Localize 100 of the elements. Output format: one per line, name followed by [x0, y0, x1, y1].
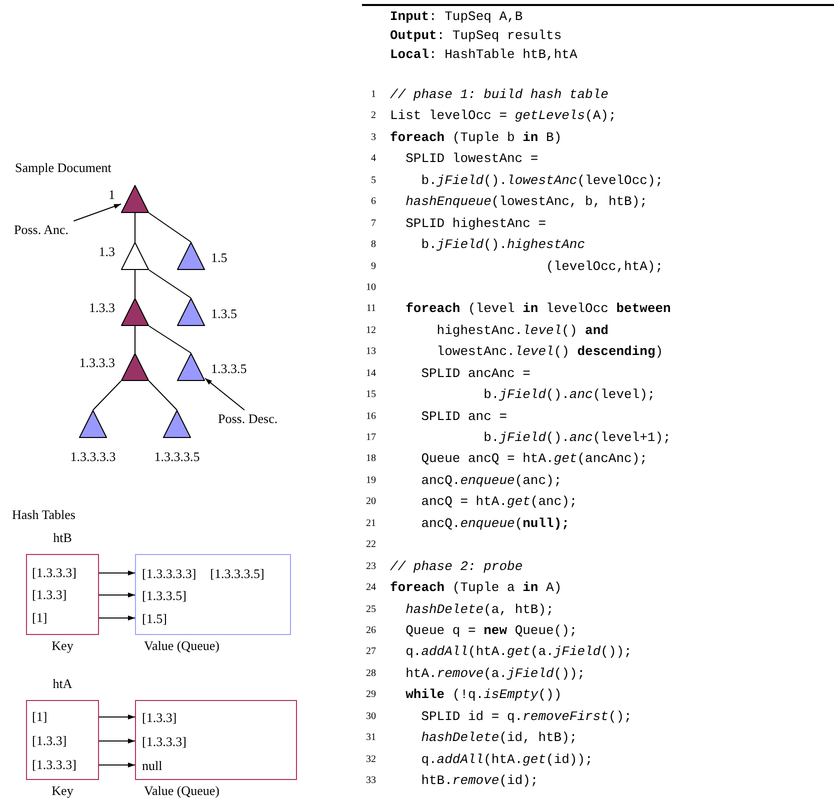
tree-edge	[134, 270, 136, 298]
queue-entry: [1.5]	[142, 610, 167, 628]
line-number: 30	[365, 710, 376, 724]
annotation-text: Poss. Desc.	[218, 410, 292, 427]
line-number: 20	[365, 495, 376, 510]
code-line: q.addAll(htA.get(a.jField());	[406, 643, 632, 662]
line-number: 8	[370, 238, 376, 252]
triangle-shape	[79, 410, 107, 438]
code-line: b.jField().anc(level);	[484, 386, 656, 404]
node-label: 1.3.3.3.5	[153, 449, 201, 465]
arrow	[73, 204, 122, 222]
line-number: 2	[370, 109, 376, 124]
line-number: 12	[365, 324, 376, 338]
code-line: q.addAll(htA.get(id));	[421, 750, 593, 769]
triangle-shape	[121, 185, 149, 213]
line-number: 16	[365, 410, 376, 424]
queue-entry: [1.3.3.3.5]	[210, 565, 264, 584]
line-number: 7	[370, 216, 376, 231]
triangle-shape	[177, 242, 205, 270]
code-line: (levelOcc,htA);	[546, 258, 664, 276]
code-line: SPLID lowestAnc =	[406, 150, 538, 168]
code-line: b.jField().anc(level+1);	[484, 429, 671, 448]
line-number: 11	[365, 302, 376, 316]
hash-key: [1.3.3.3]	[32, 563, 76, 583]
line-number: 22	[365, 538, 376, 552]
algorithm-header: Input: TupSeq A,B	[390, 8, 523, 26]
queue-box	[135, 554, 291, 635]
code-line: foreach (level in levelOcc between	[406, 300, 671, 318]
tree-edge	[148, 212, 192, 242]
queue-entry: [1.3.3]	[142, 709, 177, 728]
triangle-shape	[177, 353, 205, 381]
code-line: Queue ancQ = htA.get(ancAnc);	[421, 450, 648, 468]
line-number: 6	[370, 195, 376, 210]
table-name: htB	[52, 530, 73, 546]
node-label: 1	[108, 187, 115, 203]
tree-edge	[92, 380, 122, 410]
line-number: 26	[365, 624, 376, 638]
queue-entry: [1.3.3.5]	[142, 587, 186, 606]
arrow	[98, 738, 136, 744]
code-line: htA.remove(a.jField());	[406, 664, 586, 683]
code-line: SPLID highestAnc =	[406, 214, 546, 233]
code-line: Queue q = new Queue();	[406, 622, 578, 640]
line-number: 4	[370, 152, 376, 166]
triangle-shape	[121, 353, 149, 381]
queue-entry: null	[142, 757, 162, 776]
code-line: foreach (Tuple b in B)	[390, 128, 562, 147]
hash-key: [1.3.3]	[32, 731, 67, 751]
tree-edge	[134, 326, 136, 354]
code-line: hashEnqueue(lowestAnc, b, htB);	[406, 193, 648, 212]
line-number: 13	[365, 345, 376, 360]
node-label: 1.3.3.3.3	[69, 449, 117, 465]
line-number: 28	[365, 666, 376, 681]
line-number: 9	[370, 260, 376, 274]
code-line: // phase 1: build hash table	[390, 86, 608, 104]
triangle-shape	[121, 298, 149, 326]
hash-key: [1]	[32, 707, 48, 727]
line-number: 21	[365, 516, 376, 531]
hash-key: [1.3.3.3]	[32, 755, 76, 775]
code-line: ancQ = htA.get(anc);	[421, 493, 578, 512]
code-line: while (!q.isEmpty())	[406, 686, 562, 704]
line-number: 10	[365, 280, 376, 295]
tree-edge	[148, 380, 178, 410]
algorithm-header: Output: TupSeq results	[390, 27, 562, 45]
line-number: 3	[370, 130, 376, 145]
node-label: 1.3	[98, 244, 115, 260]
hash-key: [1.3.3]	[32, 585, 67, 605]
line-number: 25	[365, 602, 376, 617]
queue-entry: [1.3.3.3]	[142, 733, 186, 752]
arrow	[98, 762, 136, 768]
code-line: List levelOcc = getLevels(A);	[390, 107, 616, 126]
column-label: Key	[50, 638, 74, 654]
queue-entry: [1.3.3.3.3]	[142, 565, 196, 584]
table-name: htA	[52, 676, 74, 692]
code-line: SPLID anc =	[421, 408, 508, 426]
arrow	[98, 616, 136, 620]
section-title: Hash Tables	[12, 506, 76, 524]
algorithm-header: Local: HashTable htB,htA	[390, 46, 578, 64]
arrow	[204, 378, 245, 410]
code-line: ancQ.enqueue(null);	[421, 514, 570, 533]
annotation-text: Poss. Anc.	[14, 221, 86, 238]
code-line: htB.remove(id);	[421, 772, 538, 790]
line-number: 27	[365, 645, 376, 660]
line-number: 14	[365, 366, 376, 381]
line-number: 5	[370, 174, 376, 188]
code-line: SPLID ancAnc =	[421, 364, 530, 383]
node-label: 1.3.3	[89, 300, 115, 316]
node-label: 1.3.3.5	[211, 361, 247, 377]
tree-edge	[134, 212, 136, 242]
line-number: 24	[365, 581, 376, 596]
line-number: 23	[365, 560, 376, 574]
line-number: 1	[370, 88, 376, 102]
node-label: 1.5	[211, 250, 228, 266]
line-number: 32	[365, 752, 376, 767]
section-title: Sample Document	[15, 159, 112, 177]
code-line: hashDelete(a, htB);	[406, 600, 554, 619]
line-number: 33	[365, 774, 376, 788]
line-number: 17	[365, 431, 376, 446]
column-label: Value (Queue)	[144, 638, 220, 654]
code-line: foreach (Tuple a in A)	[390, 579, 562, 598]
code-line: b.jField().highestAnc	[421, 236, 586, 254]
